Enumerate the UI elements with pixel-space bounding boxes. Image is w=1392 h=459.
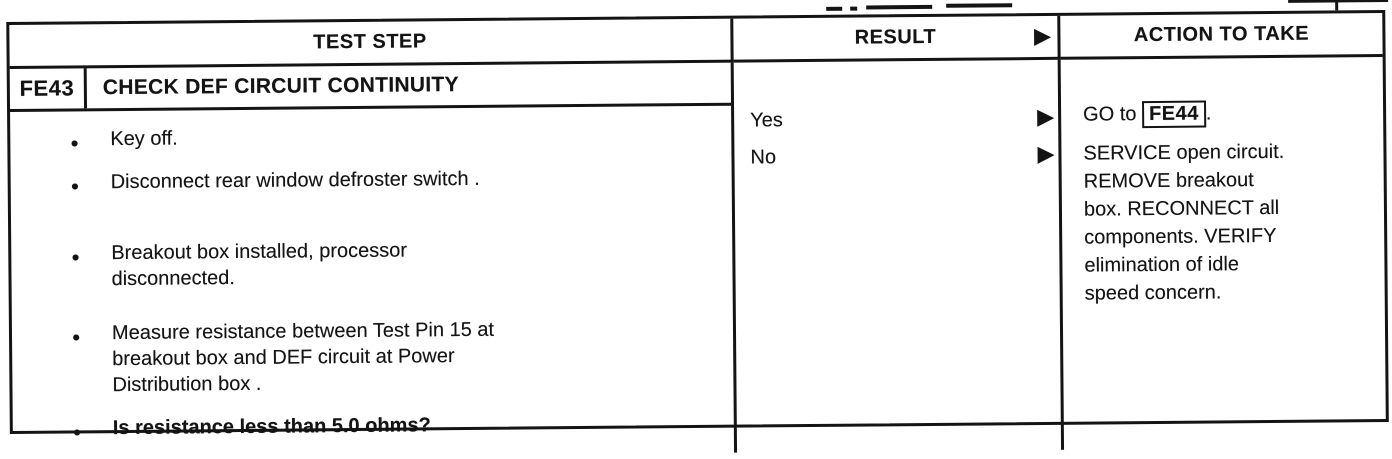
test-title: CHECK DEF CIRCUIT CONTINUITY <box>102 73 459 100</box>
arrow-right-icon: ▶ <box>1037 140 1055 167</box>
test-step-column: FE43 CHECK DEF CIRCUIT CONTINUITY Key of… <box>9 62 738 459</box>
header-action-label: ACTION TO TAKE <box>1133 22 1310 47</box>
diagnostic-table: TEST STEP RESULT ▶ ACTION TO TAKE FE43 C… <box>6 9 1389 459</box>
action-no: SERVICE open circuit. REMOVE breakout bo… <box>1083 140 1285 305</box>
header-action: ACTION TO TAKE <box>1060 13 1383 60</box>
test-step-item: Disconnect rear window defroster switch … <box>111 164 722 195</box>
result-yes-label: Yes <box>750 109 783 132</box>
header-test-step: TEST STEP <box>9 18 734 69</box>
test-step-list: Key off. Disconnect rear window defroste… <box>10 121 734 442</box>
action-yes-suffix: . <box>1205 102 1212 125</box>
result-row-no: No ▶ <box>750 140 1055 170</box>
action-yes-prefix: GO to <box>1083 103 1137 126</box>
scan-artifact <box>826 6 843 11</box>
scanned-page: TEST STEP RESULT ▶ ACTION TO TAKE FE43 C… <box>0 0 1392 440</box>
action-column: GO to FE44. SERVICE open circuit. REMOVE… <box>1061 57 1386 450</box>
result-column: Yes ▶ No ▶ <box>733 59 1065 453</box>
scan-artifact <box>850 6 858 11</box>
header-result-label: RESULT <box>854 25 937 49</box>
action-yes: GO to FE44. <box>1083 98 1373 129</box>
test-step-item: Measure resistance between Test Pin 15 a… <box>112 315 724 398</box>
test-title-row: FE43 CHECK DEF CIRCUIT CONTINUITY <box>9 62 732 112</box>
header-result: RESULT ▶ <box>733 15 1061 63</box>
test-id-badge: FE43 <box>9 68 88 109</box>
result-no-label: No <box>750 146 777 169</box>
arrow-right-icon: ▶ <box>1033 22 1052 48</box>
test-step-item: Breakout box installed, processor discon… <box>111 235 722 292</box>
scan-artifact <box>866 4 933 10</box>
scan-artifact <box>946 3 1013 8</box>
arrow-right-icon: ▶ <box>1037 103 1055 130</box>
test-step-item: Key off. <box>110 121 721 152</box>
test-step-question: Is resistance less than 5.0 ohms? <box>113 410 724 441</box>
header-test-step-label: TEST STEP <box>313 30 427 54</box>
scan-artifact <box>1335 0 1339 11</box>
result-row-yes: Yes ▶ <box>750 103 1055 133</box>
test-ref-badge: FE44 <box>1141 100 1206 129</box>
